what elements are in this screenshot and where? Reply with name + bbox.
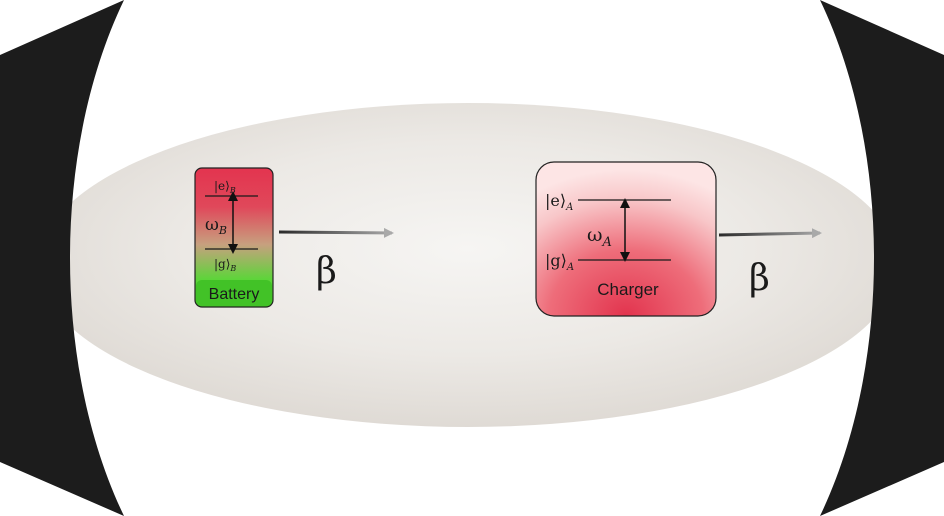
svg-text:|g⟩B: |g⟩B bbox=[214, 257, 236, 273]
battery-box: |e⟩B ωB |g⟩B Battery bbox=[194, 167, 274, 308]
battery-ground-sub: B bbox=[229, 264, 236, 273]
svg-text:ωB: ωB bbox=[205, 215, 227, 237]
svg-text:|g⟩A: |g⟩A bbox=[545, 251, 574, 273]
svg-text:|e⟩B: |e⟩B bbox=[214, 179, 236, 195]
charger-ground-sub: A bbox=[566, 262, 574, 273]
charger-excited-sub: A bbox=[565, 202, 573, 213]
charger-box: |e⟩A ωA |g⟩A Charger bbox=[535, 161, 717, 317]
charger-omega-label: ω bbox=[587, 224, 603, 246]
left-mirror bbox=[0, 0, 124, 516]
battery-name: Battery bbox=[209, 286, 260, 303]
charger-omega-sub: A bbox=[602, 235, 612, 250]
battery-excited-sub: B bbox=[229, 186, 236, 195]
battery-excited-label: |e⟩ bbox=[214, 179, 230, 193]
right-mirror bbox=[820, 0, 944, 516]
charger-decay-beta: β bbox=[749, 258, 770, 299]
battery-omega-sub: B bbox=[218, 224, 227, 237]
charger-ground-label: |g⟩ bbox=[545, 251, 567, 270]
charger-decay-arrow bbox=[718, 228, 822, 239]
svg-text:|e⟩A: |e⟩A bbox=[545, 191, 573, 213]
battery-decay-beta: β bbox=[316, 251, 337, 292]
charger-excited-label: |e⟩ bbox=[545, 191, 566, 210]
charger-name: Charger bbox=[597, 280, 659, 299]
battery-ground-label: |g⟩ bbox=[214, 257, 230, 271]
battery-decay-arrow bbox=[278, 227, 394, 238]
svg-text:ωA: ωA bbox=[587, 224, 612, 250]
battery-omega-label: ω bbox=[205, 215, 219, 235]
